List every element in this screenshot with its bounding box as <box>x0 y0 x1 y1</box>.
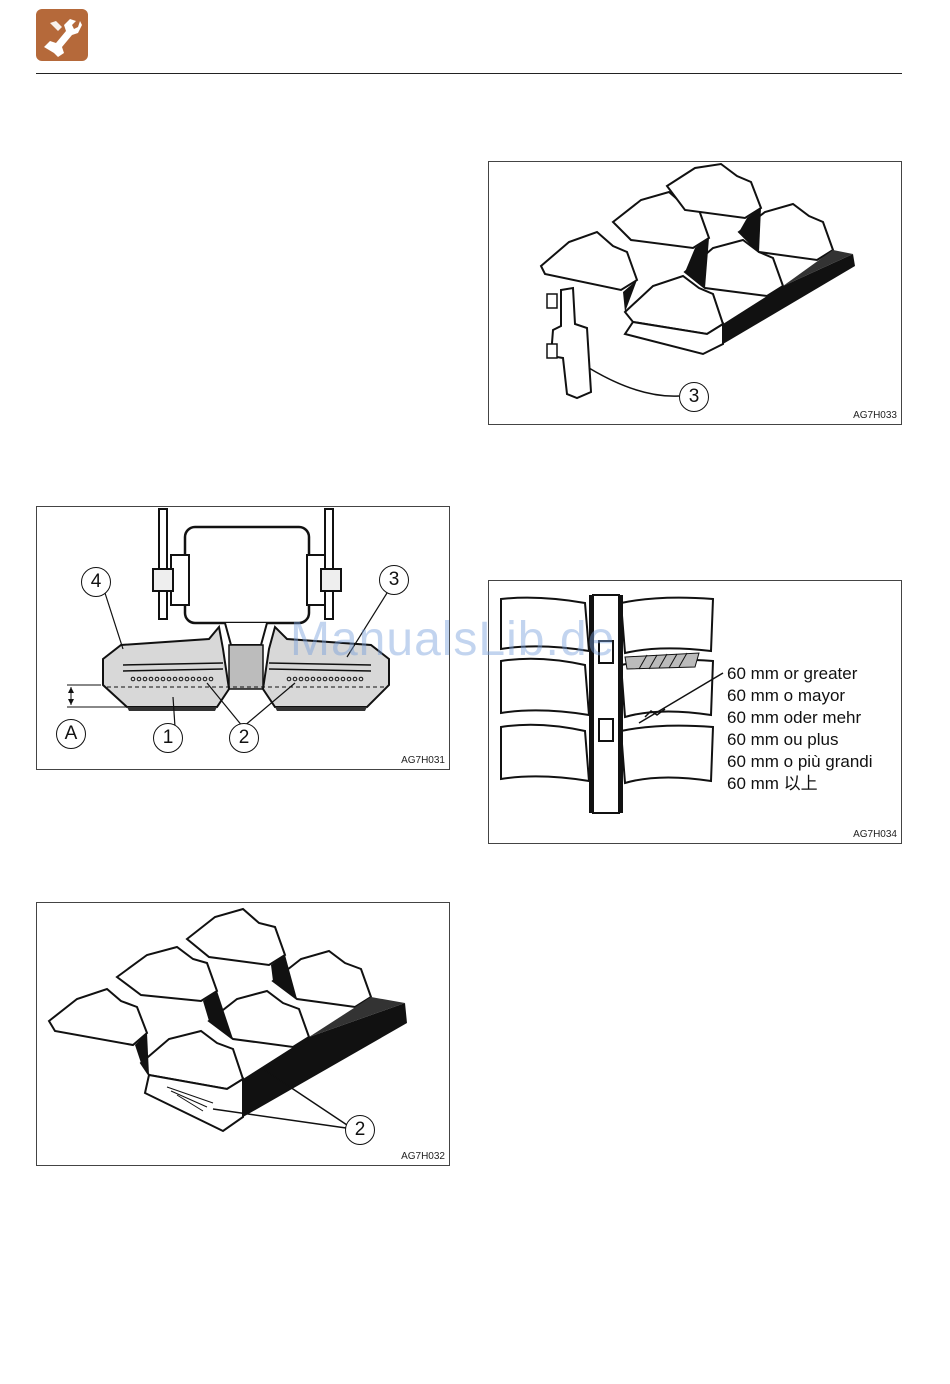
figure-code: AG7H034 <box>853 829 897 840</box>
callout-3: 3 <box>379 565 409 595</box>
callout-a: A <box>56 719 86 749</box>
figure-track-broken-core: 3 AG7H033 <box>488 161 902 425</box>
callout-1: 1 <box>153 723 183 753</box>
callout-2: 2 <box>345 1115 375 1145</box>
label-japanese: 60 mm 以上 <box>727 773 873 795</box>
figure-code: AG7H033 <box>853 410 897 421</box>
figure-code: AG7H031 <box>401 755 445 766</box>
callout-3: 3 <box>679 382 709 412</box>
label-italian: 60 mm o più grandi <box>727 751 873 773</box>
label-french: 60 mm ou plus <box>727 729 873 751</box>
figure-track-exposed-cords: 2 AG7H032 <box>36 902 450 1166</box>
crack-length-label: 60 mm or greater 60 mm o mayor 60 mm ode… <box>727 663 873 795</box>
label-german: 60 mm oder mehr <box>727 707 873 729</box>
header-divider <box>36 73 902 74</box>
label-english: 60 mm or greater <box>727 663 873 685</box>
callout-4: 4 <box>81 567 111 597</box>
maintenance-wrench-icon <box>36 9 88 61</box>
callout-2: 2 <box>229 723 259 753</box>
figure-code: AG7H032 <box>401 1151 445 1162</box>
label-spanish: 60 mm o mayor <box>727 685 873 707</box>
watermark: ManualsLib.de <box>290 612 615 667</box>
